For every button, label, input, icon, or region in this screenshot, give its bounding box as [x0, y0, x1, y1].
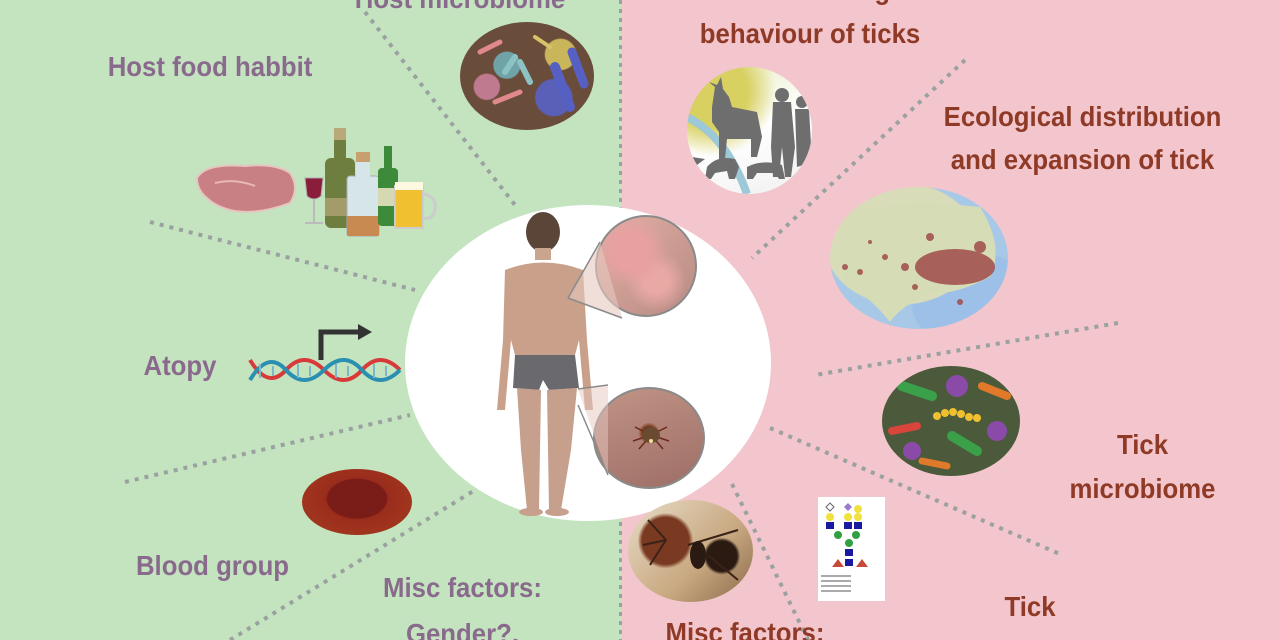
ecological-line1: Ecological distribution: [943, 101, 1222, 132]
label-host-food-habbit: Host food habbit: [107, 51, 313, 82]
host-microbiome-image: [460, 22, 594, 130]
host-seeking-line2: behaviour of ticks: [699, 18, 921, 49]
misc-left-line1: Misc factors:: [383, 572, 542, 603]
label-host-seeking: Host seeking behaviour of ticks: [672, 0, 948, 56]
bacteria-icon: [477, 35, 589, 112]
red-blood-cell-icon: [302, 469, 412, 535]
rash-callout-lines: [567, 241, 623, 319]
host-seeking-line1: Host seeking: [672, 0, 948, 12]
connector-misc-left: [228, 488, 477, 640]
connector-host-seeking: [750, 58, 967, 260]
label-misc-factors-left: Misc factors: Gender?,: [354, 565, 570, 640]
tick-glyco-line1: Tick: [1004, 591, 1056, 622]
tick-glyco-line2: glycosylation: [933, 629, 1126, 640]
label-blood-group: Blood group: [135, 550, 290, 581]
animals-and-people-silhouette-icon: [687, 77, 812, 194]
host-seeking-image: [687, 67, 812, 194]
beer-mug-icon: [394, 185, 424, 229]
tick-microbiome-line1: Tick: [1116, 429, 1169, 460]
connector-atopy-blood: [124, 413, 411, 484]
steak-icon: [195, 164, 296, 213]
label-misc-factors-right: Misc factors:: [665, 617, 825, 640]
dna-gene-icon: [248, 324, 402, 382]
tick-microbiome-image: [882, 366, 1020, 476]
bacteria-colorful-icon: [888, 375, 1011, 470]
label-host-microbiome: Host microbiome: [340, 0, 579, 20]
glycan-diagram-icon: [821, 502, 868, 592]
human-body-back-icon: [497, 212, 593, 516]
food-and-drinks-icon: [195, 128, 437, 237]
label-ecological: Ecological distribution and expansion of…: [924, 95, 1241, 181]
misc-left-line2: Gender?,: [405, 618, 520, 640]
tick-callout-lines: [577, 384, 609, 476]
map-markers-icon: [838, 203, 996, 322]
connector-ecological: [814, 321, 1119, 377]
tick-ant-icon: [642, 519, 739, 581]
label-atopy: Atopy: [143, 350, 217, 381]
ecological-line2: and expansion of tick: [950, 144, 1215, 175]
tick-microbiome-line2: microbiome: [1069, 473, 1216, 504]
glycan-structure-image: [818, 497, 885, 601]
label-tick-glycosylation: Tick glycosylation: [933, 585, 1126, 640]
tick-and-ant-image: [628, 500, 753, 602]
connector-tick-microbiome: [769, 426, 1063, 557]
label-tick-microbiome: Tick microbiome: [1048, 423, 1237, 511]
connector-host-microbiome: [363, 10, 517, 207]
tick-distribution-map: [830, 187, 1008, 329]
tick-bite-inset: [593, 387, 705, 489]
tick-icon: [632, 426, 670, 450]
wine-glass-icon: [304, 177, 324, 200]
promoter-arrow-icon: [318, 329, 360, 360]
